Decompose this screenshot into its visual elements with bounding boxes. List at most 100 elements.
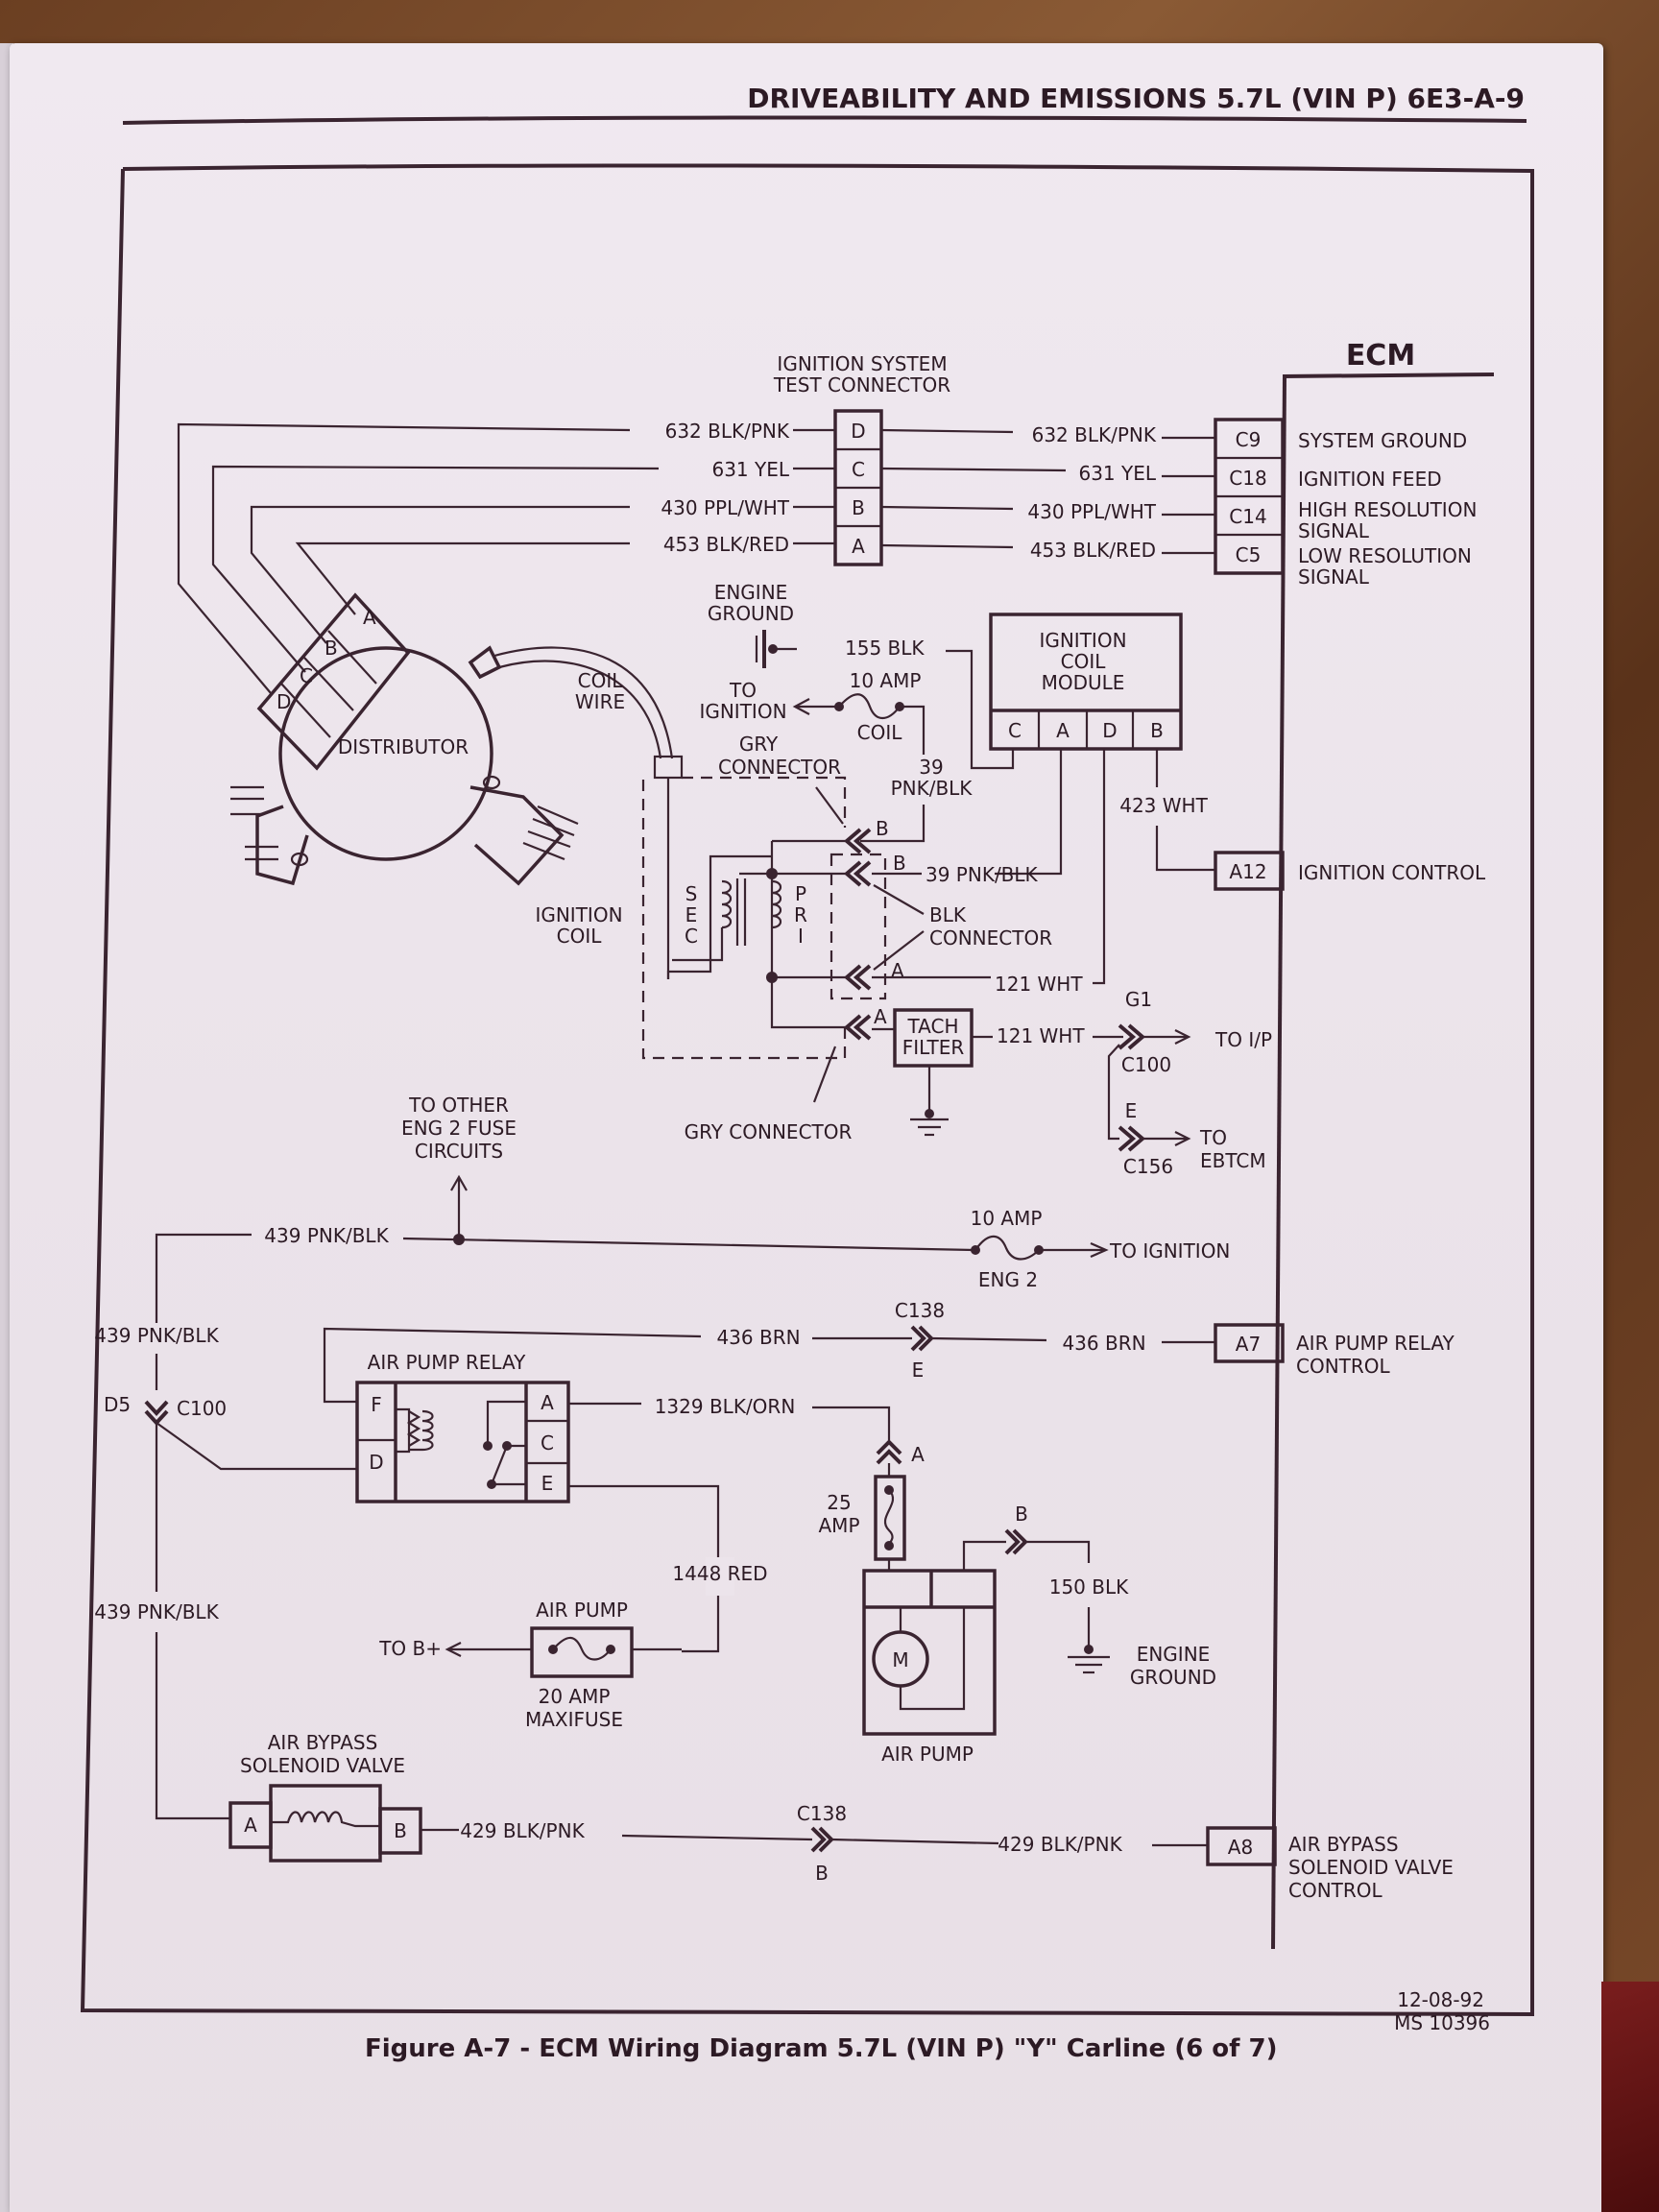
- distributor-pin-d: D: [276, 690, 291, 713]
- c100-d5-chevron-icon: [144, 1400, 169, 1426]
- gry-connector-top-1: GRY: [739, 733, 779, 756]
- gry-connector-top-2: CONNECTOR: [718, 756, 841, 779]
- relay-pin-d: D: [369, 1451, 383, 1474]
- air-pump-pin-b: B: [1015, 1503, 1028, 1526]
- test-connector-block: [833, 409, 883, 566]
- footer-ms-number: MS 10396: [1394, 2011, 1490, 2034]
- test-pin-d: D: [851, 420, 865, 443]
- to-ignition-label-2: IGNITION: [699, 700, 786, 723]
- air-pump-fuse-amp-1: 25: [827, 1491, 851, 1514]
- c156-chevron-icon: [1118, 1125, 1146, 1152]
- ignition-coil-label-2: COIL: [557, 925, 603, 948]
- relay-pin-c: C: [541, 1431, 554, 1455]
- sec-label-e: E: [685, 903, 698, 926]
- to-ebtcm-label-1: TO: [1199, 1126, 1227, 1149]
- ignition-coil-icon: [666, 839, 850, 1029]
- eng2-fuse-name: ENG 2: [978, 1268, 1038, 1291]
- gry-connector-bottom-label: GRY CONNECTOR: [685, 1120, 853, 1143]
- air-pump-ground-label-1: ENGINE: [1137, 1643, 1211, 1666]
- wire-121-module: [1093, 749, 1106, 985]
- ecm-pin-a12-box: [1214, 851, 1285, 891]
- g1-label: G1: [1125, 988, 1152, 1011]
- air-pump-fuse-amp-2: AMP: [819, 1514, 860, 1537]
- ecm-pin-a7: A7: [1236, 1333, 1261, 1356]
- wire-453-left-label: 453 BLK/RED: [663, 533, 789, 556]
- wire-150-upper: [1025, 1540, 1091, 1563]
- eng2-fuse-amp: 10 AMP: [971, 1207, 1043, 1230]
- air-pump-fuse-icon: [874, 1463, 906, 1571]
- wire-121b-label: 121 WHT: [997, 1024, 1085, 1047]
- bypass-title-1: AIR BYPASS: [268, 1731, 378, 1754]
- module-title-1: IGNITION: [1039, 629, 1126, 652]
- ecm-label-bypass-2: SOLENOID VALVE: [1288, 1856, 1454, 1879]
- sec-label-c: C: [685, 925, 698, 948]
- c100-d5-label: C100: [177, 1397, 227, 1420]
- module-pin-c: C: [1008, 719, 1022, 742]
- wire-to-relay-d: [156, 1422, 357, 1471]
- ecm-label-bypass-3: CONTROL: [1288, 1879, 1383, 1902]
- relay-pin-e: E: [541, 1472, 554, 1495]
- wire-39-label-2: PNK/BLK: [891, 777, 974, 800]
- tach-ground-icon: [910, 1066, 949, 1137]
- wire-631-right-label: 631 YEL: [1078, 462, 1156, 485]
- distributor-body: [230, 592, 684, 979]
- wire-429-right-label: 429 BLK/PNK: [998, 1833, 1122, 1856]
- to-ip-arrow-icon: [1174, 1029, 1191, 1045]
- to-other-label-3: CIRCUITS: [415, 1140, 503, 1163]
- maxifuse-icon: [530, 1626, 634, 1678]
- wire-439-label: 439 PNK/BLK: [264, 1224, 389, 1247]
- figure-caption: Figure A-7 - ECM Wiring Diagram 5.7L (VI…: [365, 2034, 1277, 2063]
- c138-b-chevron-icon: [810, 1826, 834, 1853]
- to-ebtcm-label-2: EBTCM: [1200, 1149, 1266, 1172]
- motor-icon: M: [892, 1648, 908, 1671]
- test-pin-c: C: [852, 458, 865, 481]
- gry-connector-pointer-top: [815, 786, 844, 825]
- wire-423-label: 423 WHT: [1119, 794, 1208, 817]
- air-pump-ground-label-2: GROUND: [1130, 1666, 1216, 1689]
- test-connector-title-2: TEST CONNECTOR: [773, 373, 950, 397]
- gry-connector-pointer-bottom: [812, 1046, 837, 1103]
- bypass-pin-b: B: [394, 1819, 407, 1842]
- ecm-label-air-pump-relay-2: CONTROL: [1296, 1355, 1391, 1378]
- bypass-title-2: SOLENOID VALVE: [240, 1754, 405, 1777]
- wire-436-right-label: 436 BRN: [1062, 1332, 1145, 1355]
- ecm-label-system-ground: SYSTEM GROUND: [1298, 429, 1467, 452]
- ecm-pin-c18: C18: [1229, 467, 1266, 490]
- ecm-label-ignition-control: IGNITION CONTROL: [1298, 861, 1486, 884]
- manual-page: [10, 43, 1603, 2212]
- c100-label: C100: [1121, 1053, 1171, 1076]
- module-pin-b: B: [1150, 719, 1164, 742]
- blk-connector-label-2: CONNECTOR: [929, 926, 1052, 950]
- ecm-label-low-res-2: SIGNAL: [1298, 565, 1370, 589]
- sec-label-s: S: [685, 882, 698, 905]
- wire-436-left: [323, 1327, 702, 1404]
- air-pump-label: AIR PUMP: [881, 1743, 974, 1766]
- ignition-coil-label-1: IGNITION: [535, 903, 622, 926]
- wire-423-lower: [1155, 826, 1215, 872]
- engine-ground-label-1: ENGINE: [714, 581, 788, 604]
- ecm-pin-c14: C14: [1229, 505, 1266, 528]
- wire-439-main: [402, 1237, 974, 1252]
- wire-1329-label: 1329 BLK/ORN: [655, 1395, 796, 1418]
- background-fabric: [1601, 1982, 1659, 2212]
- to-other-label-1: TO OTHER: [408, 1094, 509, 1117]
- ecm-connector-c: [1214, 418, 1285, 575]
- connector-chevrons: [843, 828, 872, 1041]
- wire-429-left: [621, 1834, 813, 1841]
- wire-631-left: [211, 465, 660, 673]
- wire-1448-gap: [706, 1557, 734, 1596]
- c138-b-pin: B: [815, 1862, 829, 1885]
- wire-453-right-label: 453 BLK/RED: [1030, 539, 1156, 562]
- wire-632-left: [177, 422, 631, 694]
- ecm-label-bypass-1: AIR BYPASS: [1288, 1833, 1399, 1856]
- distributor-label: DISTRIBUTOR: [338, 735, 469, 758]
- to-b-plus-arrow-icon: [445, 1642, 462, 1657]
- wire-632-right-label: 632 BLK/PNK: [1032, 423, 1157, 446]
- gry-pin-a: A: [874, 1005, 887, 1028]
- footer-date: 12-08-92: [1397, 1988, 1484, 2011]
- wire-430-left-label: 430 PPL/WHT: [661, 496, 789, 519]
- ecm-title: ECM: [1346, 339, 1415, 373]
- module-pin-a: A: [1056, 719, 1070, 742]
- distributor-pin-c: C: [300, 664, 313, 687]
- ecm-label-low-res-1: LOW RESOLUTION: [1298, 544, 1472, 567]
